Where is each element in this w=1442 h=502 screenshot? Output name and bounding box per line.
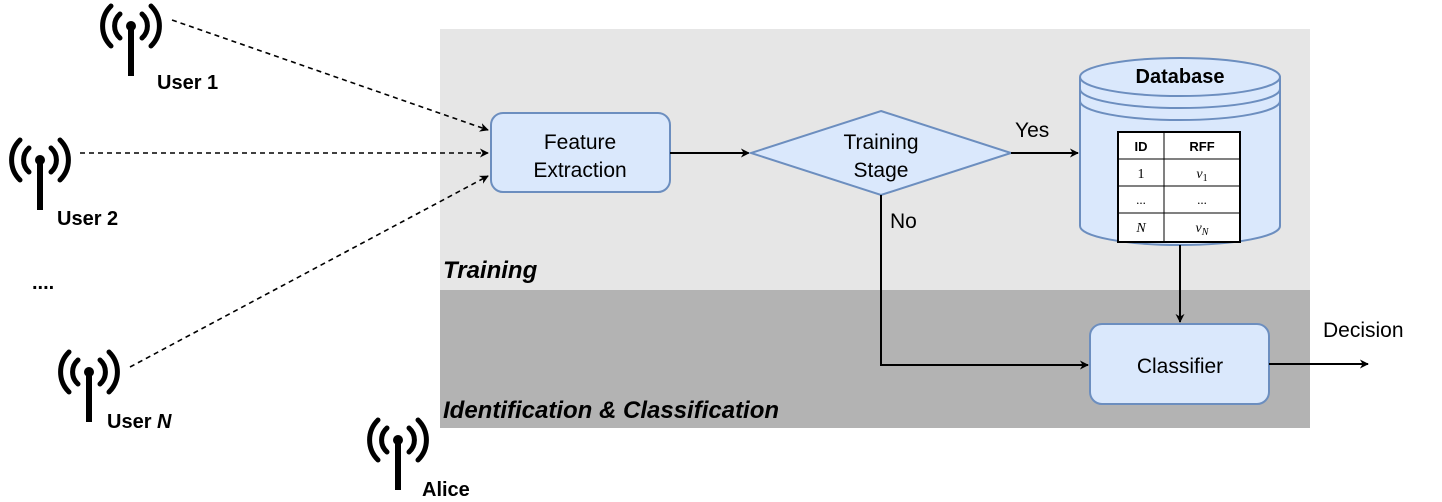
table-header-rff: RFF bbox=[1189, 139, 1214, 154]
feature-extraction-label-1: Feature bbox=[544, 131, 616, 154]
identification-region-label: Identification & Classification bbox=[443, 397, 779, 424]
table-cell-id: 1 bbox=[1138, 167, 1145, 182]
classifier-label: Classifier bbox=[1137, 355, 1223, 378]
table-cell-rff: ... bbox=[1197, 192, 1207, 207]
database-title: Database bbox=[1136, 66, 1225, 88]
user-1-label: User 1 bbox=[157, 72, 218, 94]
user-1-link bbox=[171, 19, 489, 132]
table-cell-id: ... bbox=[1136, 192, 1146, 207]
training-region-label: Training bbox=[443, 257, 538, 284]
user-n-label: User N bbox=[107, 411, 172, 433]
user-1-antenna-icon bbox=[103, 6, 160, 76]
table-cell-rff: vN bbox=[1196, 221, 1210, 238]
alice-antenna-icon bbox=[370, 420, 427, 490]
rff-table bbox=[1117, 131, 1241, 243]
table-cell-id: N bbox=[1135, 221, 1146, 236]
no-label: No bbox=[890, 210, 917, 233]
user-2-antenna-icon bbox=[12, 140, 69, 210]
table-header-id: ID bbox=[1135, 139, 1148, 154]
training-stage-label-2: Stage bbox=[854, 159, 909, 182]
user-n-link bbox=[129, 175, 489, 368]
decision-label: Decision bbox=[1323, 319, 1404, 342]
feature-extraction-label-2: Extraction bbox=[533, 159, 626, 182]
users-ellipsis: .... bbox=[32, 272, 54, 294]
table-cell-rff: v1 bbox=[1196, 167, 1207, 184]
yes-label: Yes bbox=[1015, 119, 1049, 142]
user-2-label: User 2 bbox=[57, 208, 118, 230]
training-stage-label-1: Training bbox=[843, 131, 918, 154]
alice-label: Alice bbox=[422, 479, 470, 501]
no-arrow bbox=[880, 195, 1089, 370]
